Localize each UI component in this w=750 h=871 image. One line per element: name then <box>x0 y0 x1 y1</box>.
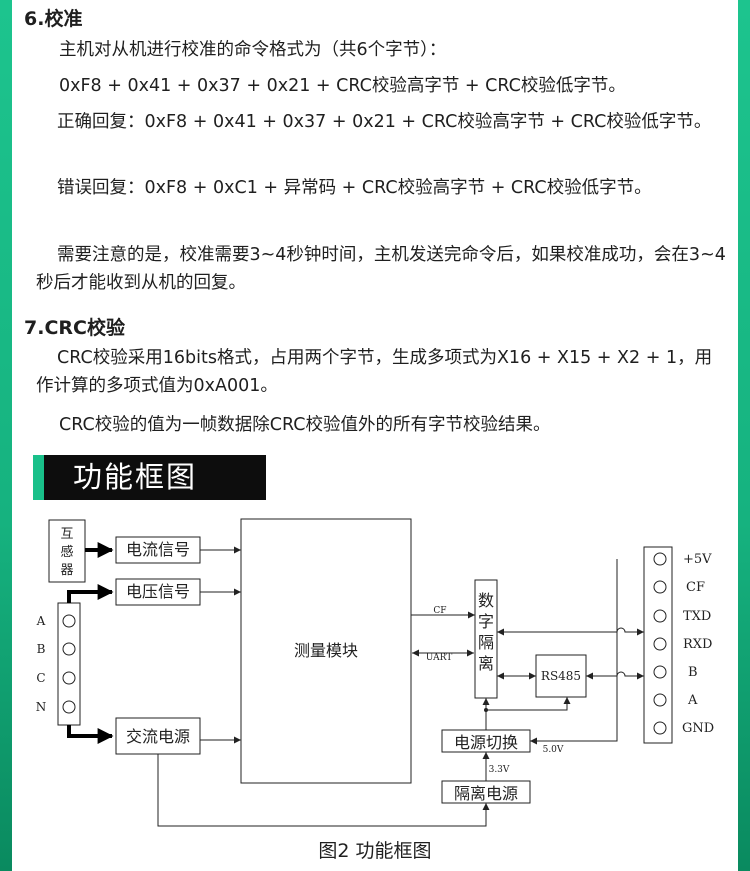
junction-dot <box>484 708 488 712</box>
cf-signal-label: CF <box>433 606 446 616</box>
output-terminal-txd: TXD <box>683 609 711 624</box>
out-5v-circle <box>653 552 667 566</box>
ct-label-3: 器 <box>60 563 73 578</box>
three-volt-label: 3.3V <box>489 765 510 775</box>
out-b-circle <box>653 665 667 679</box>
section-6-para-4: 错误回复：0xF8 + 0xC1 + 异常码 + CRC校验高字节 + CRC校… <box>36 174 726 202</box>
out-cf-circle <box>653 580 667 594</box>
section-6-para-3-text: 正确回复：0xF8 + 0x41 + 0x37 + 0x21 + CRC校验高字… <box>57 112 712 132</box>
ac-to-isolated-line <box>157 754 490 827</box>
section-6-para-3: 正确回复：0xF8 + 0x41 + 0x37 + 0x21 + CRC校验高字… <box>36 108 726 136</box>
section-6-para-4-text: 错误回复：0xF8 + 0xC1 + 异常码 + CRC校验高字节 + CRC校… <box>57 178 652 198</box>
output-terminal-a: A <box>687 693 698 708</box>
figure-caption: 图2 功能框图 <box>318 840 432 862</box>
input-terminal-n: N <box>36 700 47 714</box>
terminal-c-circle <box>62 671 76 685</box>
section-7-para-2-text: CRC校验的值为一帧数据除CRC校验值外的所有字节校验结果。 <box>59 415 551 435</box>
digital-isolation-char-3: 隔 <box>478 633 494 652</box>
terminal-b-circle <box>62 642 76 656</box>
banner-title: 功能框图 <box>73 460 198 494</box>
ac-power-label: 交流电源 <box>126 727 190 746</box>
switch-to-rs485-line <box>485 697 571 730</box>
power-switch-label: 电源切换 <box>454 733 518 752</box>
section-6-para-1-text: 主机对从机进行校准的命令格式为（共6个字节）： <box>59 40 447 60</box>
ct-label-1: 互 <box>60 527 73 542</box>
output-terminal-rxd: RXD <box>683 637 712 652</box>
terminal-a-circle <box>62 614 76 628</box>
ct-label-2: 感 <box>60 544 73 560</box>
uart-signal-label: UART <box>426 653 452 663</box>
output-terminal-b: B <box>688 665 698 680</box>
measure-module-box <box>240 518 412 784</box>
section-7-para-1-text: CRC校验采用16bits格式，占用两个字节，生成多项式为X16 + X15 +… <box>36 348 713 396</box>
out-txd-circle <box>653 609 667 623</box>
section-6-para-5-text: 需要注意的是，校准需要3~4秒钟时间，主机发送完命令后，如果校准成功，会在3~4… <box>36 245 726 293</box>
input-terminal-a: A <box>36 614 46 628</box>
digital-isolation-char-4: 离 <box>478 654 494 673</box>
banner-accent-bar <box>33 455 44 500</box>
output-terminal-5v: +5V <box>683 552 712 567</box>
output-terminal-block <box>643 546 673 744</box>
left-green-edge <box>0 0 12 871</box>
section-6-para-2-text: 0xF8 + 0x41 + 0x37 + 0x21 + CRC校验高字节 + C… <box>59 76 626 96</box>
out-a-circle <box>653 693 667 707</box>
section-7-heading: 7.CRC校验 <box>24 317 125 339</box>
section-7-para-1: CRC校验采用16bits格式，占用两个字节，生成多项式为X16 + X15 +… <box>36 344 726 400</box>
output-terminal-gnd: GND <box>682 721 714 736</box>
digital-isolation-char-1: 数 <box>478 591 494 610</box>
five-volt-line <box>530 559 618 745</box>
section-7-para-2: CRC校验的值为一帧数据除CRC校验值外的所有字节校验结果。 <box>38 411 738 439</box>
section-6-para-2: 0xF8 + 0x41 + 0x37 + 0x21 + CRC校验高字节 + C… <box>38 72 738 100</box>
section-6-para-5: 需要注意的是，校准需要3~4秒钟时间，主机发送完命令后，如果校准成功，会在3~4… <box>36 241 726 297</box>
input-terminal-b: B <box>37 642 46 656</box>
ac-input-arrow <box>67 725 114 744</box>
out-rxd-circle <box>653 637 667 651</box>
dig-to-rxd-line <box>497 627 644 636</box>
function-diagram-banner: 功能框图 <box>33 455 266 500</box>
out-gnd-circle <box>653 721 667 735</box>
terminal-n-circle <box>62 700 76 714</box>
section-6-para-1: 主机对从机进行校准的命令格式为（共6个字节）： <box>38 36 738 64</box>
rs485-to-b-line <box>586 671 644 680</box>
digital-isolation-char-2: 字 <box>478 612 494 631</box>
input-terminal-c: C <box>36 671 45 685</box>
right-green-edge <box>738 0 750 871</box>
voltage-input-arrow <box>67 584 114 603</box>
output-terminal-cf: CF <box>686 580 705 595</box>
measure-module-label: 测量模块 <box>294 641 358 660</box>
isolated-power-label: 隔离电源 <box>454 784 518 803</box>
five-volt-label: 5.0V <box>543 745 564 755</box>
current-signal-label: 电流信号 <box>126 540 190 559</box>
function-block-diagram: 互 感 器 电流信号 电压信号 交流电源 测量模块 电源切换 隔离电源 数 字 … <box>36 518 714 827</box>
voltage-signal-label: 电压信号 <box>126 582 190 601</box>
rs485-label: RS485 <box>541 669 581 683</box>
section-6-heading: 6.校准 <box>24 8 83 30</box>
